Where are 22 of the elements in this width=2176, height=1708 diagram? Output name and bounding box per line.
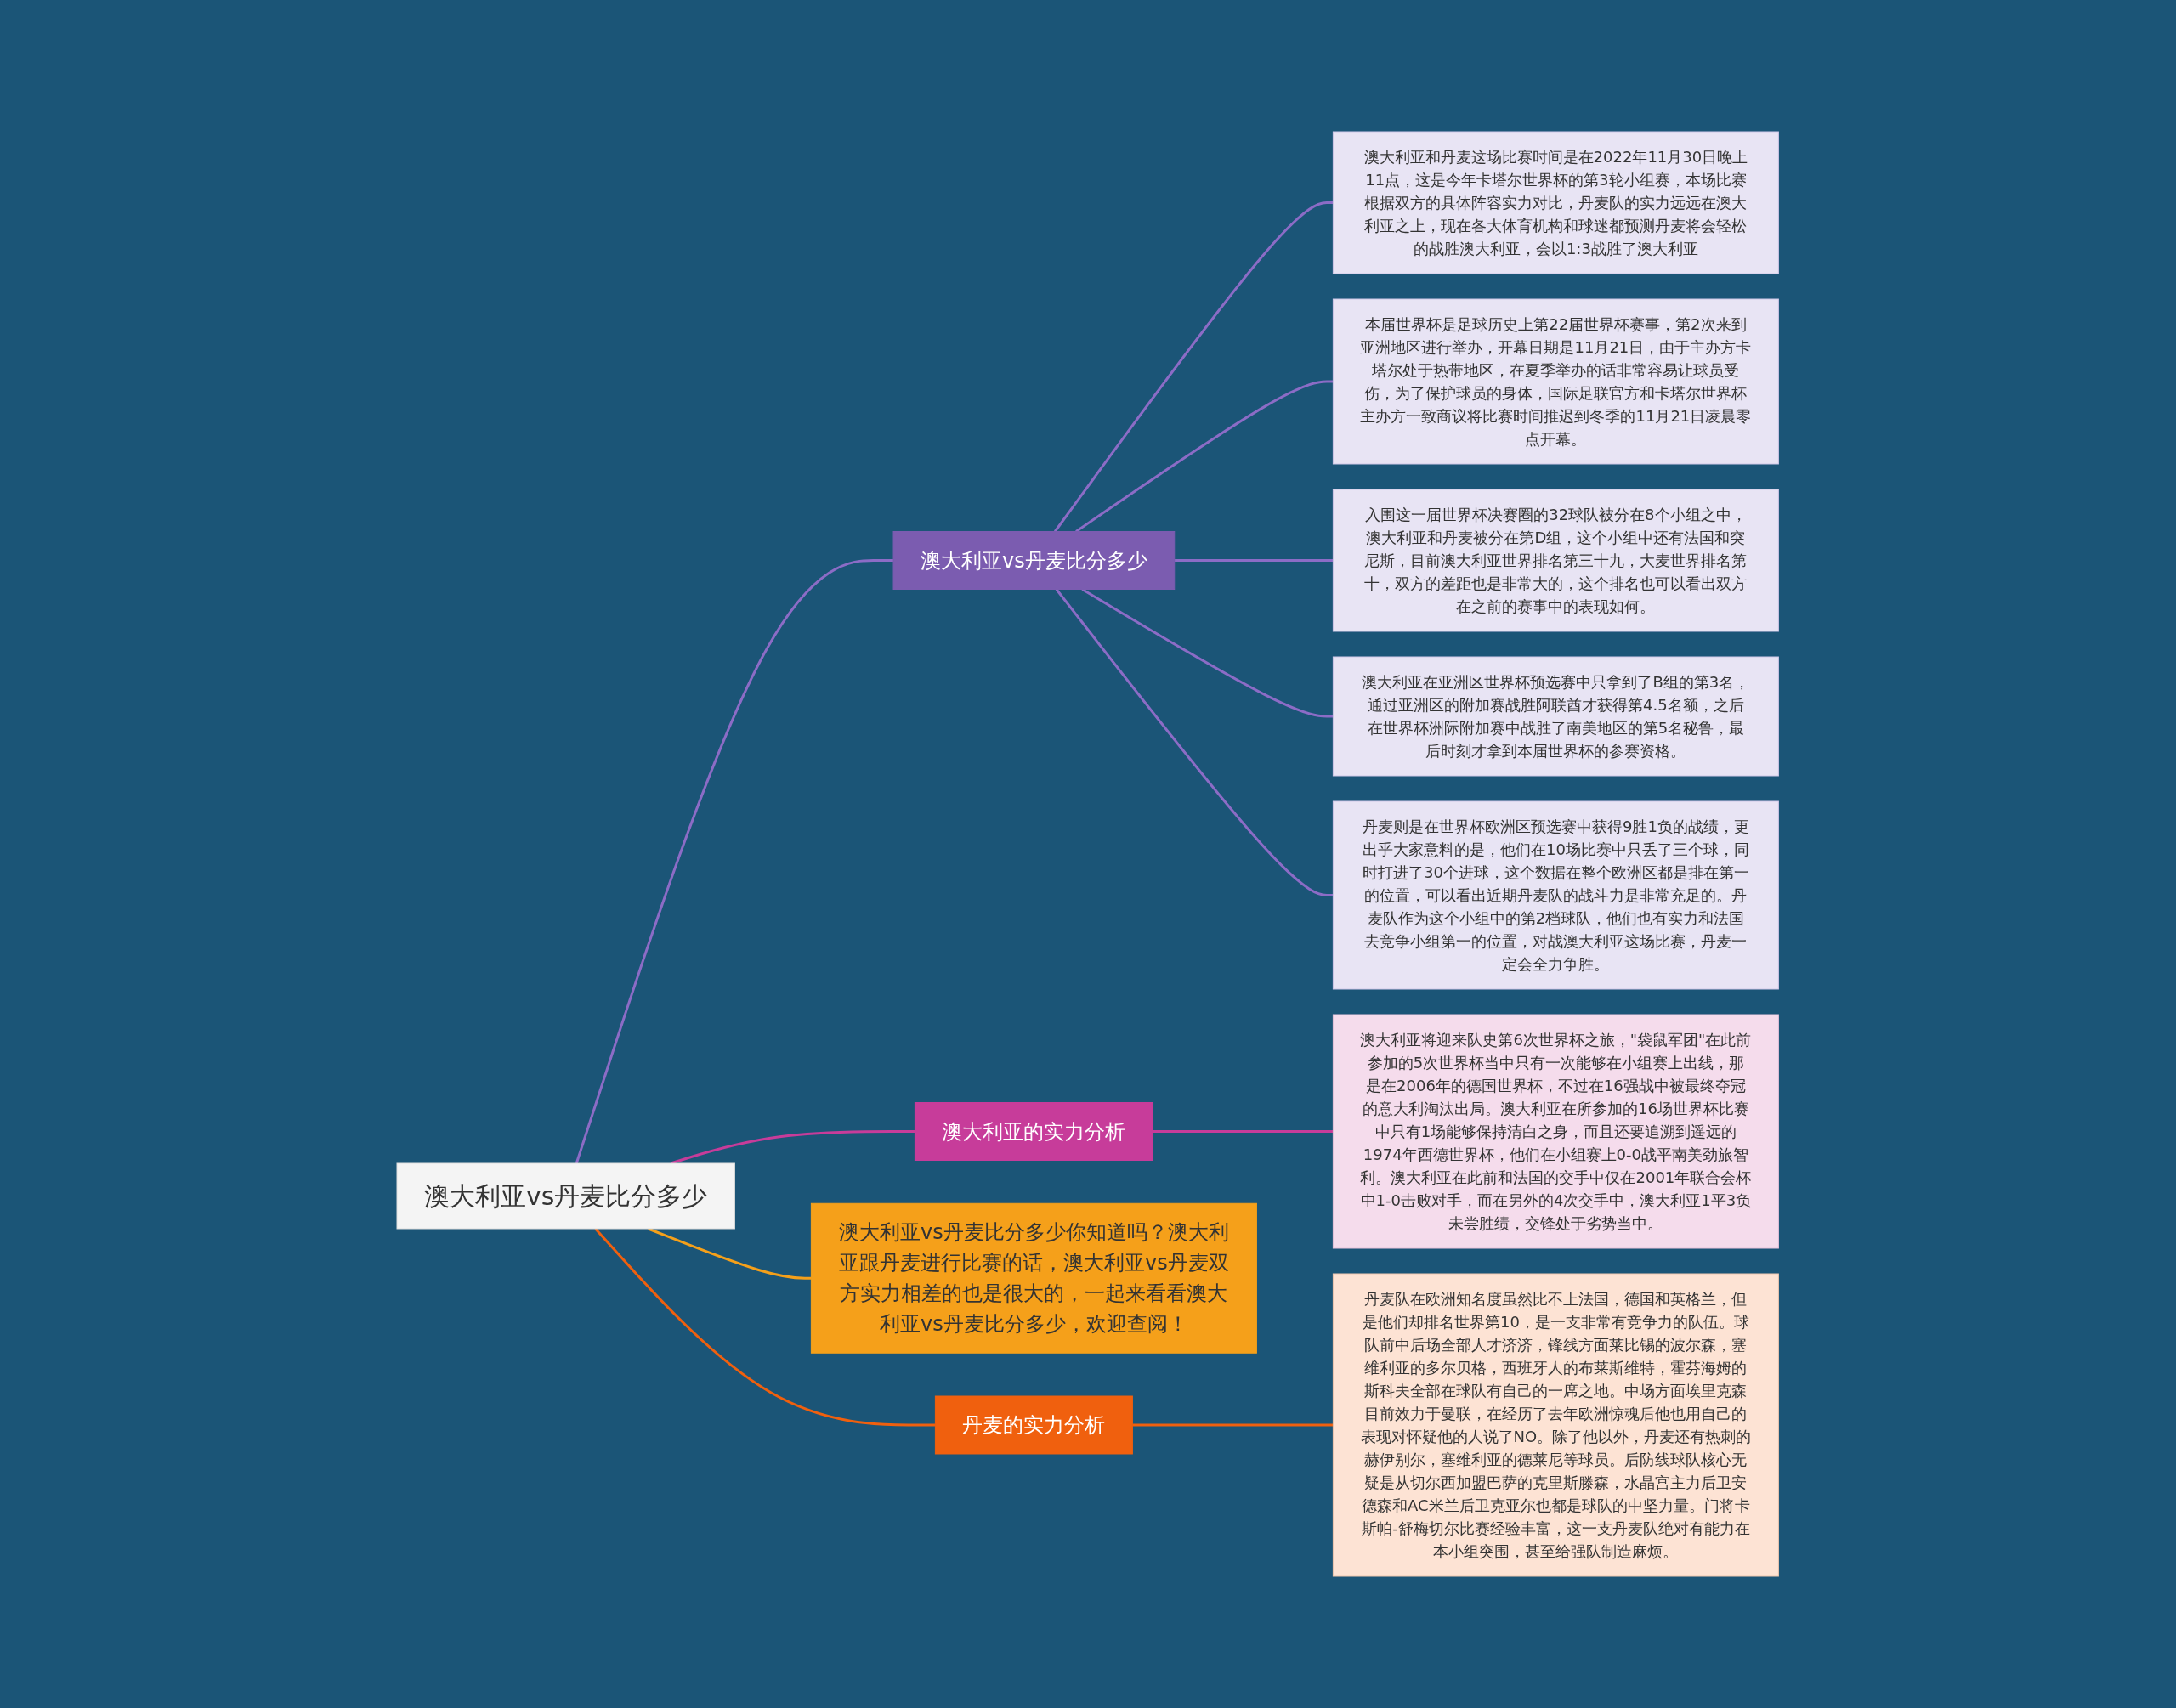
connector: [1056, 588, 1334, 896]
node-box: 丹麦的实力分析: [935, 1395, 1134, 1455]
node-box: 澳大利亚vs丹麦比分多少: [892, 531, 1176, 590]
node-box: 丹麦则是在世界杯欧洲区预选赛中获得9胜1负的战绩，更出乎大家意料的是，他们在10场比赛中只丢了三个球，同时打进了30个进球，这个数据在整个欧洲区都是排在第一的位置，可以看出近期丹麦队的战斗力是非常充足的。丹麦队作为这个小组中的第2档球队，他们也有实力和法国去竞争小组第一的位置，对战澳大利亚这场比赛，丹麦一定会全力争胜。: [1333, 800, 1780, 990]
connector: [1081, 588, 1334, 718]
connector: [1153, 1130, 1334, 1133]
node-box: 澳大利亚和丹麦这场比赛时间是在2022年11月30日晚上11点，这是今年卡塔尔世界杯的第3轮小组赛，本场比赛根据双方的具体阵容实力对比，丹麦队的实力远远在澳大利亚之上，现在各大体育机构和球迷都预测丹麦将会轻松的战胜澳大利亚，会以1:3战胜了澳大利亚: [1333, 131, 1780, 274]
node-box: 本届世界杯是足球历史上第22届世界杯赛事，第2次来到亚洲地区进行举办，开幕日期是11月21日，由于主办方卡塔尔处于热带地区，在夏季举办的话非常容易让球员受伤，为了保护球员的身体，国际足联官方和卡塔尔世界杯主办方一致商议将比赛时间推迟到冬季的11月21日凌晨零点开幕。: [1333, 298, 1780, 465]
connector: [1132, 1423, 1334, 1427]
connector: [1175, 559, 1334, 562]
connector: [575, 559, 894, 1164]
node-box: 澳大利亚vs丹麦比分多少: [396, 1162, 736, 1230]
node-box: 澳大利亚在亚洲区世界杯预选赛中只拿到了B组的第3名，通过亚洲区的附加赛战胜阿联酋才获得第4.5名额，之后在世界杯洲际附加赛中战胜了南美地区的第5名秘鲁，最后时刻才拿到本届世界杯的参赛资格。: [1333, 656, 1780, 777]
node-box: 澳大利亚的实力分析: [915, 1102, 1154, 1161]
connector: [1075, 380, 1334, 533]
node-box: 澳大利亚vs丹麦比分多少你知道吗？澳大利亚跟丹麦进行比赛的话，澳大利亚vs丹麦双方实力相差的也是很大的，一起来看看澳大利亚vs丹麦比分多少，欢迎查阅！: [811, 1202, 1258, 1354]
node-box: 丹麦队在欧洲知名度虽然比不上法国，德国和英格兰，但是他们却排名世界第10，是一支非常有竞争力的队伍。球队前中后场全部人才济济，锋线方面莱比锡的波尔森，塞维利亚的多尔贝格，西班牙人的布莱斯维特，霍芬海姆的斯科夫全部在球队有自己的一席之地。中场方面埃里克森目前效力于曼联，在经历了去年欧洲惊魂后他也用自己的表现对怀疑他的人说了NO。除了他以外，丹麦还有热刺的赫伊别尔，塞维利亚的德莱尼等球员。后防线球队核心无疑是从切尔西加盟巴萨的克里斯滕森，水晶宫主力后卫安德森和AC米兰后卫克亚尔也都是球队的中坚力量。门将卡斯帕-舒梅切尔比赛经验丰富，这一支丹麦队绝对有能力在本小组突围，甚至给强队制造麻烦。: [1333, 1273, 1780, 1577]
connector: [594, 1228, 936, 1427]
node-box: 澳大利亚将迎来队史第6次世界杯之旅，"袋鼠军团"在此前参加的5次世界杯当中只有一次能够在小组赛上出线，那是在2006年的德国世界杯，不过在16强战中被最终夺冠的意大利淘汰出局。澳大利亚在所参加的16场世界杯比赛中只有1场能够保持清白之身，而且还要追溯到遥远的1974年西德世界杯，他们在小组赛上0-0战平南美劲旅智利。澳大利亚在此前和法国的交手中仅在2001年联合会杯中1-0击败对手，而在另外的4次交手中，澳大利亚1平3负未尝胜绩，交锋处于劣势当中。: [1333, 1014, 1780, 1249]
connector: [671, 1130, 915, 1165]
connector: [1054, 201, 1334, 533]
node-box: 入围这一届世界杯决赛圈的32球队被分在8个小组之中，澳大利亚和丹麦被分在第D组，这个小组中还有法国和突尼斯，目前澳大利亚世界排名第三十九，大麦世界排名第十，双方的差距也是非常大的，这个排名也可以看出双方在之前的赛事中的表现如何。: [1333, 489, 1780, 632]
